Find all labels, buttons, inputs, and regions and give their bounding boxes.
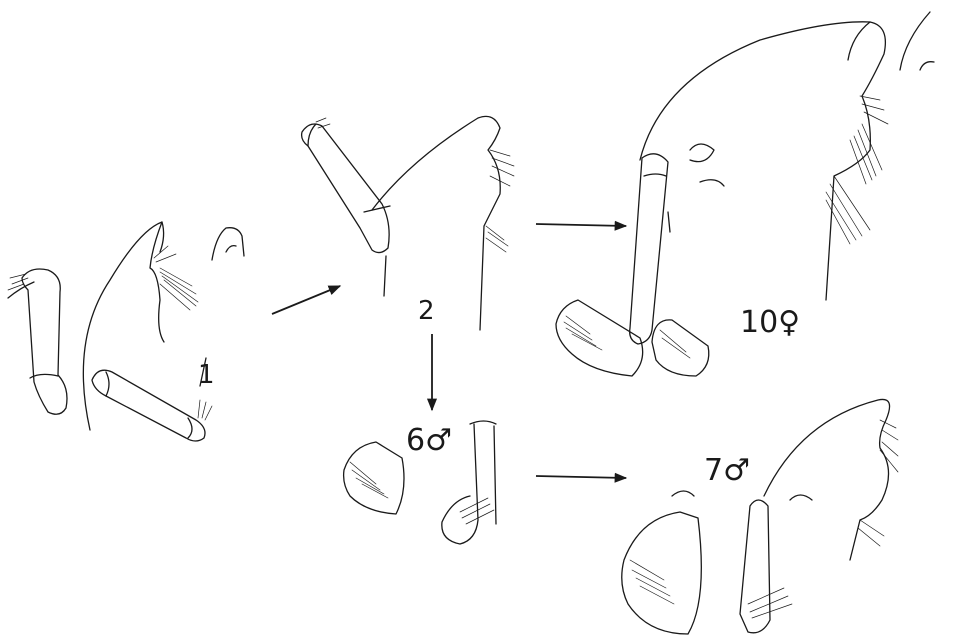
stage-6-male-label: 6♂: [406, 426, 452, 456]
stage-10-female-label: 10♀: [740, 308, 800, 338]
stage-1-label: 1: [198, 362, 215, 388]
stage-2-drawing: [302, 116, 514, 330]
arrow-1-to-2: [272, 286, 340, 314]
stage-2-label: 2: [418, 298, 435, 324]
stage-7-male-drawing: [622, 399, 898, 634]
stage-1-drawing: [8, 222, 244, 441]
stage-7-male-label: 7♂: [704, 456, 750, 486]
arrow-6-to-7: [536, 476, 626, 478]
arrow-2-to-10: [536, 224, 626, 226]
